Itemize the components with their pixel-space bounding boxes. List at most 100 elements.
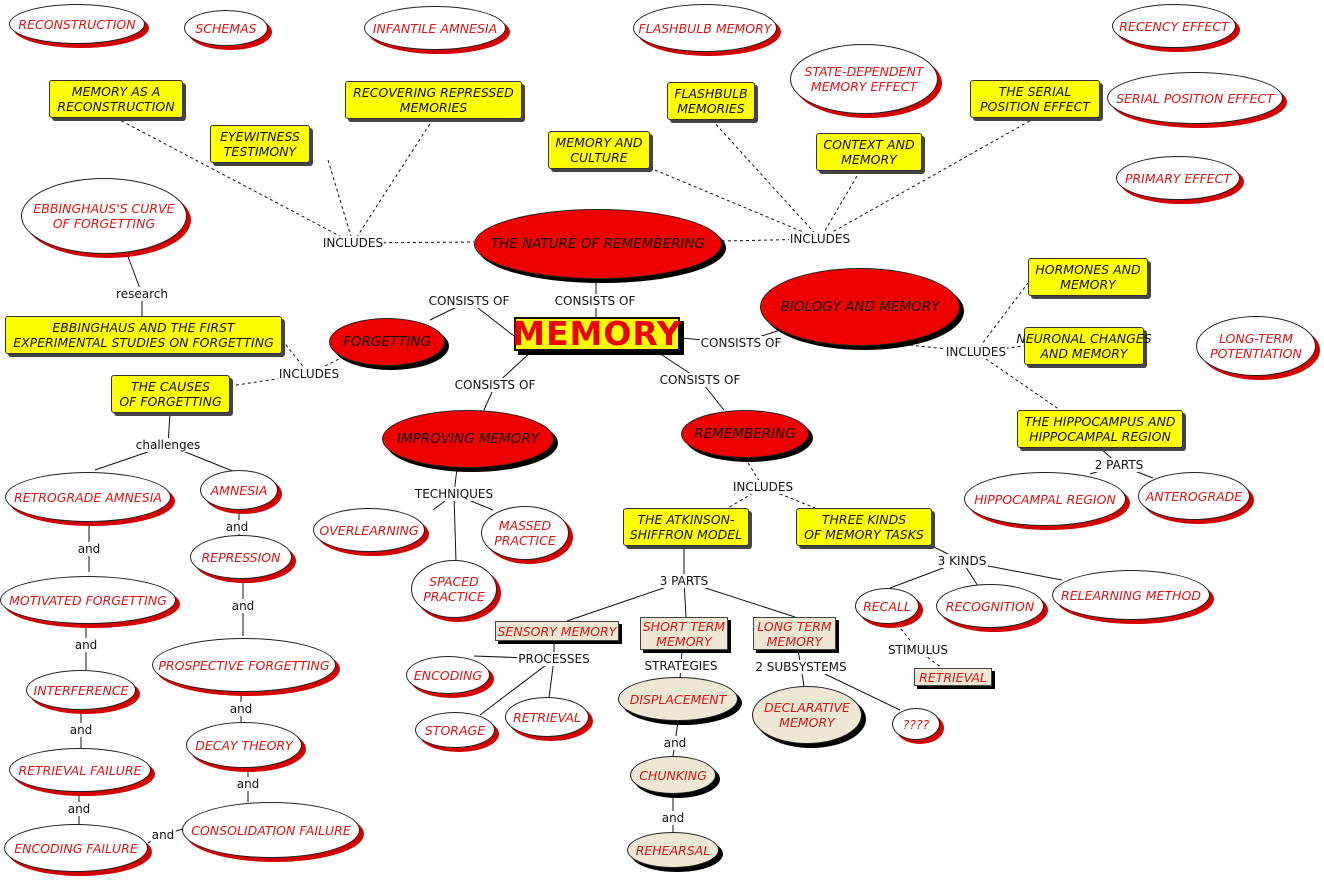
label-3-parts: 3 PARTS [658,574,710,588]
label-challenges: challenges [134,438,202,452]
node-retrograde-amnesia[interactable]: RETROGRADE AMNESIA [5,472,171,522]
label-and: and [235,777,261,791]
label-and: and [662,736,688,750]
node-relearning-method[interactable]: RELEARNING METHOD [1052,570,1210,620]
label-consists-of: CONSISTS OF [553,294,637,308]
label-2-parts: 2 PARTS [1093,458,1145,472]
node-retrieval-stimulus[interactable]: RETRIEVAL [914,668,992,686]
label-consists-of: CONSISTS OF [453,378,537,392]
node-repression[interactable]: REPRESSION [190,535,292,579]
node-retrieval-failure[interactable]: RETRIEVAL FAILURE [9,748,151,792]
node-amnesia[interactable]: AMNESIA [200,470,278,510]
label-consists-of: CONSISTS OF [427,294,511,308]
node-flashbulb-memory[interactable]: FLASHBULB MEMORY [633,4,777,52]
node-overlearning[interactable]: OVERLEARNING [313,508,425,552]
node-recognition[interactable]: RECOGNITION [936,584,1044,628]
label-consists-of: CONSISTS OF [658,373,742,387]
node-improving-memory[interactable]: IMPROVING MEMORY [382,410,554,468]
node-recency-effect[interactable]: RECENCY EFFECT [1112,4,1236,48]
connector-line [453,493,457,563]
connector-line [721,238,821,242]
node-encoding[interactable]: ENCODING [406,656,490,694]
node-unknown[interactable]: ???? [892,708,940,740]
label-and: and [224,520,250,534]
node-encoding-failure[interactable]: ENCODING FAILURE [4,824,148,872]
label-and: and [660,811,686,825]
node-storage[interactable]: STORAGE [415,712,495,748]
connector-line [975,282,1029,353]
node-hippocampal-region[interactable]: HIPPOCAMPAL REGION [964,472,1126,526]
label-stimulus: STIMULUS [886,643,950,657]
connector-line [352,118,434,244]
label-processes: PROCESSES [517,652,591,666]
label-and: and [66,802,92,816]
node-sensory-memory[interactable]: SENSORY MEMORY [495,621,619,641]
label-and: and [68,723,94,737]
connector-line [819,170,861,240]
connector-line [819,117,1036,240]
node-prospective-forgetting[interactable]: PROSPECTIVE FORGETTING [152,638,336,692]
connector-line [327,159,354,244]
label-includes-remembering: INCLUDES [731,480,795,494]
connector-line [975,351,1061,411]
node-consolidation-failure[interactable]: CONSOLIDATION FAILURE [182,802,360,858]
connector-line [824,673,901,711]
node-memory[interactable]: MEMORY [512,314,682,353]
node-atkinson-shiffron-model[interactable]: THE ATKINSON-SHIFFRON MODEL [623,508,749,546]
label-includes-left: INCLUDES [321,236,385,250]
connector-line [711,119,821,240]
node-interference[interactable]: INTERFERENCE [26,670,136,710]
label-consists-of: CONSISTS OF [699,336,783,350]
label-and: and [73,638,99,652]
label-strategies: STRATEGIES [643,659,719,673]
label-and: and [76,542,102,556]
node-rehearsal[interactable]: REHEARSAL [627,832,719,868]
node-biology-and-memory[interactable]: BIOLOGY AND MEMORY [760,268,960,346]
node-reconstruction[interactable]: RECONSTRUCTION [9,4,145,44]
label-3-kinds: 3 KINDS [936,554,988,568]
node-remembering[interactable]: REMEMBERING [681,410,809,458]
node-decay-theory[interactable]: DECAY THEORY [186,722,302,768]
node-chunking[interactable]: CHUNKING [630,756,716,794]
label-and: and [228,702,254,716]
node-motivated-forgetting[interactable]: MOTIVATED FORGETTING [0,576,176,624]
node-displacement[interactable]: DISPLACEMENT [618,677,738,721]
label-and: and [150,828,176,842]
node-infantile-amnesia[interactable]: INFANTILE AMNESIA [364,6,506,50]
node-forgetting[interactable]: FORGETTING [329,318,445,366]
node-nature-of-remembering[interactable]: THE NATURE OF REMEMBERING [474,209,722,279]
node-serial-position-effect[interactable]: SERIAL POSITION EFFECT [1107,72,1283,124]
connector-line [479,658,555,716]
node-schemas[interactable]: SCHEMAS [184,10,268,46]
node-primary-effect[interactable]: PRIMARY EFFECT [1116,156,1240,200]
node-anterograde[interactable]: ANTEROGRADE [1138,472,1250,520]
label-techniques: TECHNIQUES [413,487,495,501]
label-includes-right: INCLUDES [788,232,852,246]
connector-line [115,117,354,244]
node-recall[interactable]: RECALL [855,588,919,624]
node-retrieval[interactable]: RETRIEVAL [505,697,589,737]
label-includes-forgetting: INCLUDES [277,367,341,381]
